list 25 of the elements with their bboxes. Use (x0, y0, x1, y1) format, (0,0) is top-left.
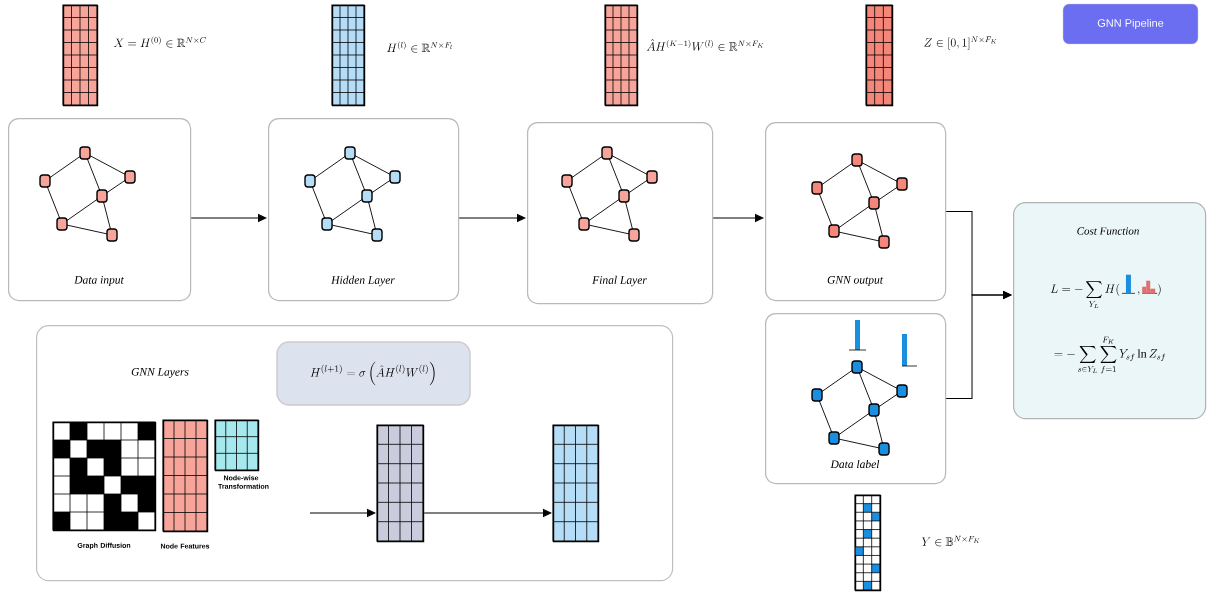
formula: $)$ (1157, 283, 1161, 296)
formula-box: $H^{(l+1)} = \sigma\left(\hat{A}H^{(l)}W^{(l)}\right)$ (276, 341, 471, 406)
feature-matrix (376, 424, 425, 543)
formula: $H^{(l)} \in \mathbb{R}^{N\times F_l}$ (387, 41, 452, 53)
graph-card: Data input (8, 118, 192, 302)
graph-card: Hidden Layer (268, 118, 460, 302)
arrow (712, 214, 764, 222)
arrow (945, 291, 1012, 400)
formula: $\hat{A}H^{(K-1)}W^{(l)} \in \mathbb{R}^{N\times F_K}$ (646, 39, 764, 51)
graph-card: GNN output (765, 122, 947, 302)
arrow (458, 214, 526, 222)
formula: $Z \in [0,1]^{N\times F_K}$ (924, 36, 997, 50)
formula: $L = -\sum_{Y_L} H($ (1050, 281, 1120, 309)
arrow (309, 509, 376, 517)
label-matrix (854, 494, 882, 592)
formula: $,$ (1138, 291, 1140, 295)
formula: $X = H^{(0)} \in \mathbb{R}^{N\times C}$ (113, 36, 206, 48)
formula: $Y \in \mathbb{B}^{N\times F_K}$ (921, 535, 980, 547)
title-badge: GNN Pipeline (1062, 3, 1199, 45)
arrow (423, 509, 552, 517)
graph-card: Data label (765, 313, 947, 485)
feature-matrix (552, 424, 600, 543)
arrow (190, 214, 267, 222)
graph-card: Final Layer (527, 122, 714, 305)
formula: $= -\sum_{s\in Y_L}\sum_{f=1}^{F_K} Y_{sf} \ln Z_{sf}$ (1054, 336, 1166, 374)
